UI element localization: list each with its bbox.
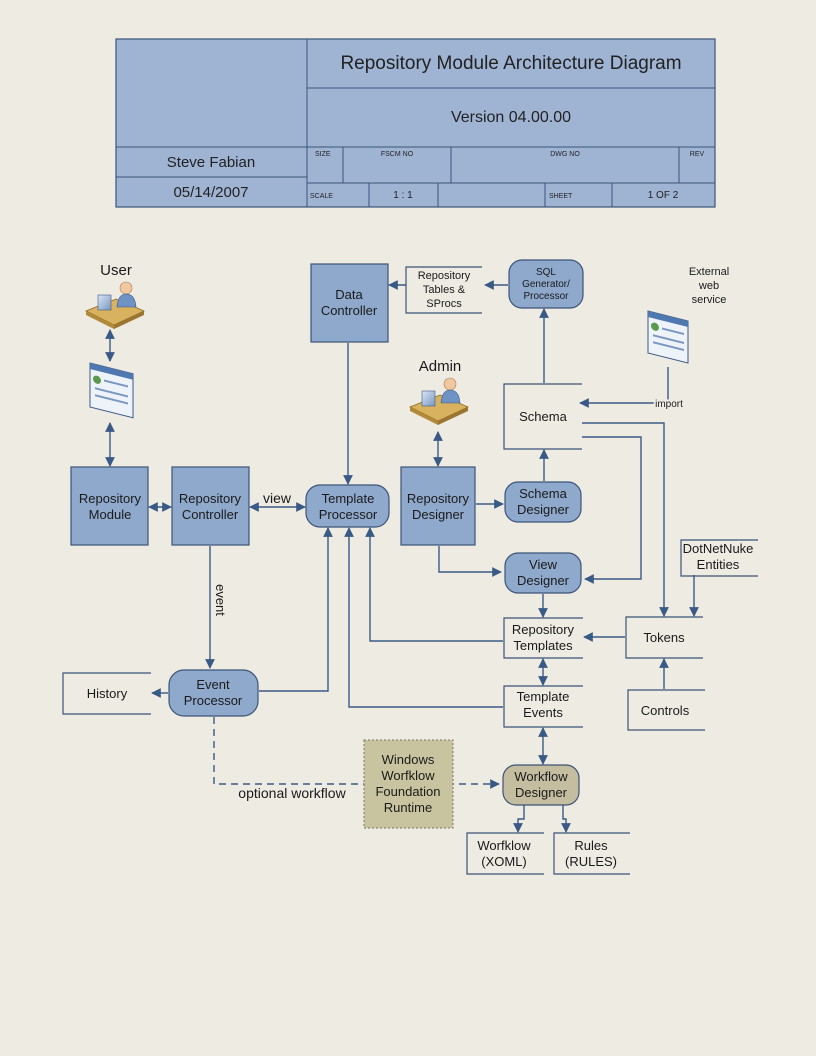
repository-tables-line3: SProcs xyxy=(426,298,462,310)
repository-tables-store xyxy=(405,266,482,314)
scale-value: 1 : 1 xyxy=(393,190,413,201)
dnn-entities-line2: Entities xyxy=(697,557,740,572)
controls-label: Controls xyxy=(641,703,690,718)
admin-label: Admin xyxy=(419,358,462,375)
person-at-computer-icon xyxy=(409,377,469,425)
repository-module-box: Repository Module xyxy=(70,466,149,546)
wwf-runtime-box: Windows Worfklow Foundation Runtime xyxy=(363,739,454,829)
import-edge-label: import xyxy=(655,399,683,410)
user-actor: User xyxy=(85,262,145,329)
data-controller-box: Data Controller xyxy=(310,263,389,343)
repository-module-line2: Module xyxy=(89,507,132,522)
external-web-service-line3: service xyxy=(692,294,727,306)
repository-designer-box: Repository Designer xyxy=(400,466,476,546)
event-edge-label: event xyxy=(213,584,228,616)
data-controller-line2: Controller xyxy=(321,303,378,318)
workflow-designer-line2: Designer xyxy=(515,785,568,800)
repository-templates-line1: Repository xyxy=(512,622,575,637)
history-label: History xyxy=(87,686,128,701)
diagram-version: Version 04.00.00 xyxy=(451,109,571,126)
workflow-xoml-line2: (XOML) xyxy=(481,854,527,869)
size-label: SIZE xyxy=(315,151,331,158)
data-controller-line1: Data xyxy=(335,287,363,302)
repository-controller-box: Repository Controller xyxy=(171,466,250,546)
dnn-entities-line1: DotNetNuke xyxy=(683,541,754,556)
fscm-label: FSCM NO xyxy=(381,151,414,158)
repository-designer-line1: Repository xyxy=(407,491,470,506)
repository-tables-line2: Tables & xyxy=(423,284,466,296)
diagram-date: 05/14/2007 xyxy=(173,184,248,201)
browser-window-icon xyxy=(89,362,134,419)
rules-line2: (RULES) xyxy=(565,854,617,869)
title-block: Repository Module Architecture Diagram V… xyxy=(115,38,716,208)
workflow-designer-box: Workflow Designer xyxy=(502,764,580,806)
user-label: User xyxy=(100,262,132,279)
tokens-store xyxy=(625,616,703,659)
event-processor-box: Event Processor xyxy=(168,669,259,717)
sql-generator-line1: SQL xyxy=(536,267,556,278)
template-events-store xyxy=(503,685,583,728)
repository-controller-line2: Controller xyxy=(182,507,239,522)
template-processor-box: Template Processor xyxy=(305,484,390,528)
dwg-label: DWG NO xyxy=(550,151,580,158)
view-designer-line1: View xyxy=(529,557,558,572)
rules-line1: Rules xyxy=(574,838,608,853)
repository-module-line1: Repository xyxy=(79,491,142,506)
sheet-value: 1 OF 2 xyxy=(648,190,679,201)
sheet-label: SHEET xyxy=(549,193,573,200)
repository-templates-store xyxy=(503,617,583,659)
history-store xyxy=(62,672,151,715)
template-events-line2: Events xyxy=(523,705,563,720)
schema-label: Schema xyxy=(519,409,567,424)
scale-label: SCALE xyxy=(310,193,333,200)
event-processor-line1: Event xyxy=(196,677,230,692)
external-web-service-line2: web xyxy=(698,280,719,292)
workflow-xoml-line1: Worfklow xyxy=(477,838,531,853)
view-edge-label: view xyxy=(263,490,292,506)
wwf-runtime-line3: Foundation xyxy=(375,784,440,799)
repository-templates-line2: Templates xyxy=(513,638,573,653)
event-processor-line2: Processor xyxy=(184,693,243,708)
wwf-runtime-line1: Windows xyxy=(382,752,435,767)
view-designer-box: View Designer xyxy=(504,552,582,594)
optional-workflow-label: optional workflow xyxy=(238,785,346,801)
sql-generator-line3: Processor xyxy=(523,291,569,302)
repository-designer-line2: Designer xyxy=(412,507,465,522)
sql-generator-line2: Generator/ xyxy=(522,279,570,290)
dnn-entities-store xyxy=(680,539,758,577)
controls-store xyxy=(627,689,705,731)
diagram-title: Repository Module Architecture Diagram xyxy=(340,53,681,74)
schema-designer-line1: Schema xyxy=(519,486,567,501)
sql-generator-box: SQL Generator/ Processor xyxy=(508,259,584,309)
repository-controller-line1: Repository xyxy=(179,491,242,506)
template-processor-line1: Template xyxy=(322,491,375,506)
tokens-label: Tokens xyxy=(643,630,685,645)
workflow-designer-line1: Workflow xyxy=(514,769,568,784)
admin-actor: Admin xyxy=(409,358,469,425)
repository-tables-line1: Repository xyxy=(418,270,471,282)
schema-designer-line2: Designer xyxy=(517,502,570,517)
schema-designer-box: Schema Designer xyxy=(504,481,582,523)
person-at-computer-icon xyxy=(85,281,145,329)
schema-store xyxy=(503,383,582,450)
web-service-icon xyxy=(647,310,689,364)
workflow-xoml-store xyxy=(466,832,544,875)
external-web-service-line1: External xyxy=(689,266,729,278)
author-name: Steve Fabian xyxy=(167,154,255,171)
template-events-line1: Template xyxy=(517,689,570,704)
template-processor-line2: Processor xyxy=(319,507,378,522)
rules-store xyxy=(553,832,630,875)
wwf-runtime-line2: Worfklow xyxy=(381,768,435,783)
wwf-runtime-line4: Runtime xyxy=(384,800,432,815)
rev-label: REV xyxy=(690,151,705,158)
view-designer-line2: Designer xyxy=(517,573,570,588)
